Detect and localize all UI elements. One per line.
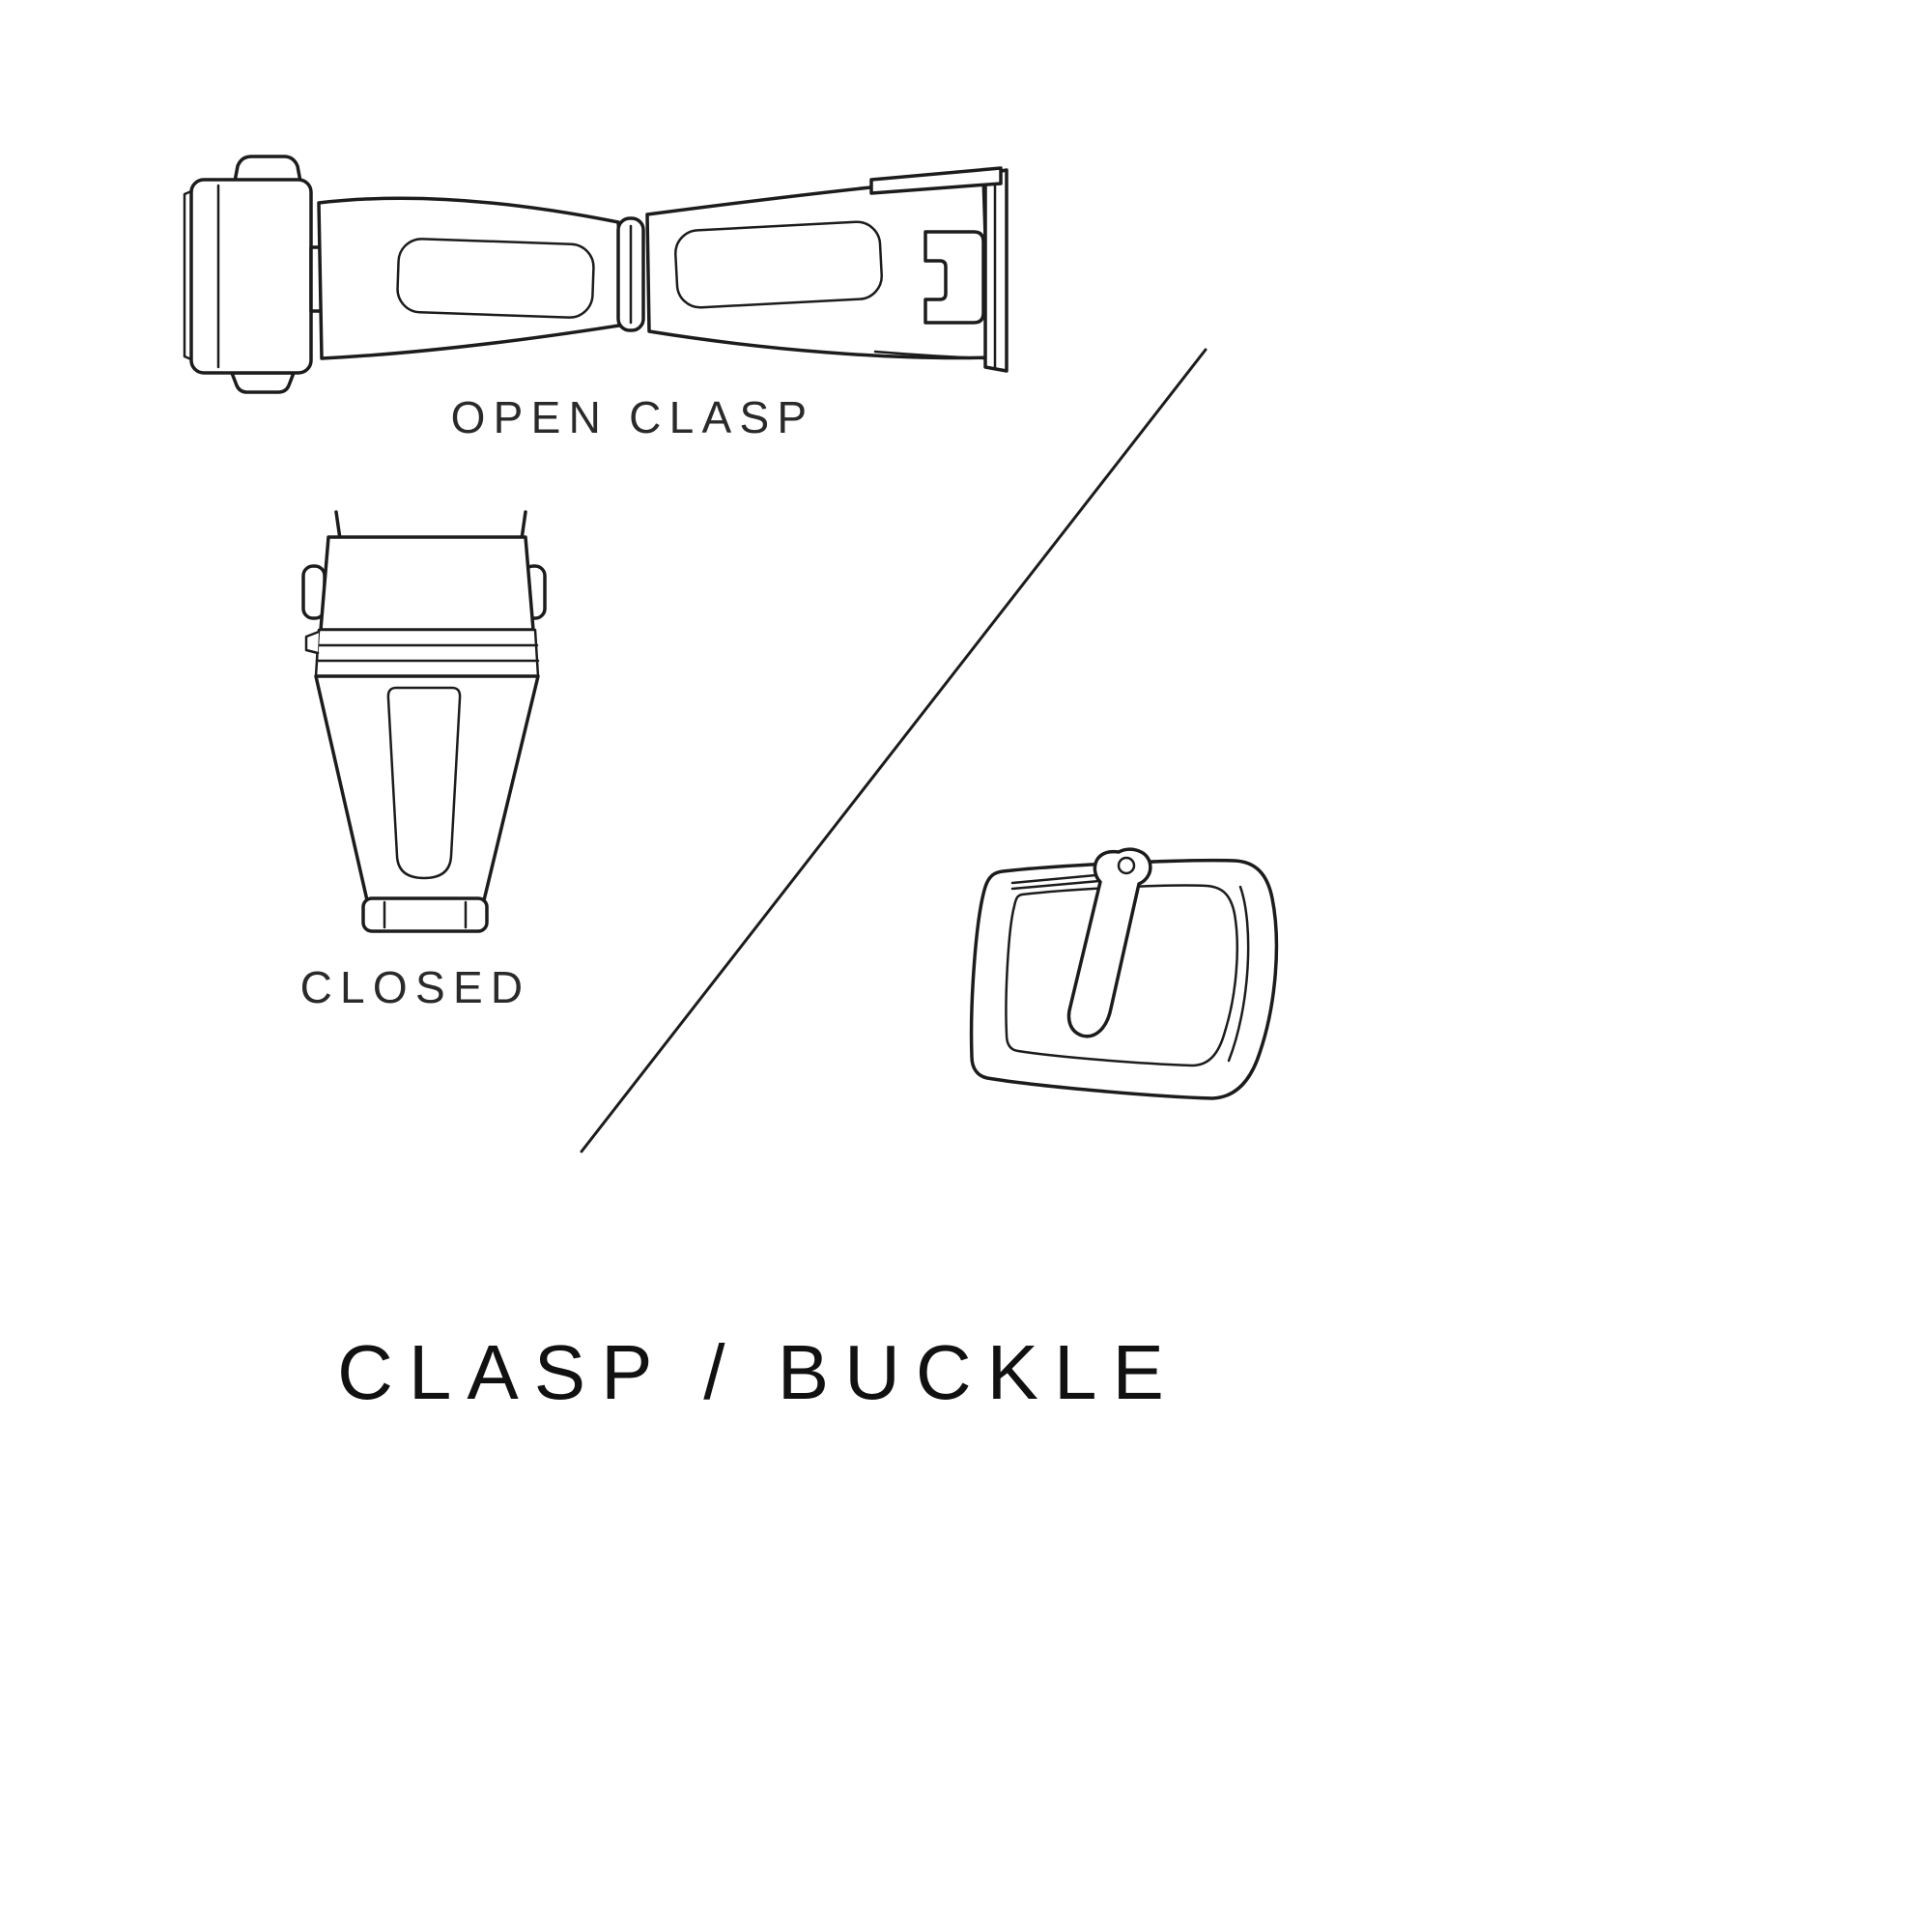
buckle-illustration: [969, 847, 1279, 1100]
closed-clasp-caption: CLOSED: [299, 962, 531, 1012]
open-clasp-caption: OPEN CLASP: [450, 392, 815, 442]
page-title: CLASP / BUCKLE: [337, 1329, 1179, 1415]
closed-clasp-illustration: [301, 510, 547, 933]
open-clasp-illustration: [183, 155, 1009, 394]
divider-line: [580, 348, 1208, 1153]
